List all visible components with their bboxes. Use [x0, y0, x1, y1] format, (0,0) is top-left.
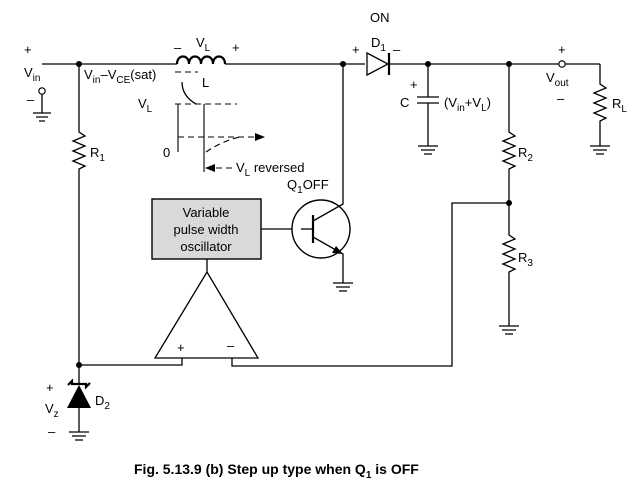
oscillator-line-3: oscillator	[180, 239, 232, 254]
r1-resistor-zigzag	[71, 64, 87, 365]
pulse-width-oscillator: Variable pulse width oscillator	[151, 198, 301, 260]
comparator-plus-sign: +	[177, 340, 185, 355]
figure-caption: Fig. 5.13.9 (b) Step up type when Q1 is …	[134, 461, 419, 481]
output-terminal-node	[558, 60, 566, 68]
transistor-collector-lead	[312, 64, 344, 222]
r2-resistor-zigzag	[501, 64, 517, 203]
r2-resistor-label: R2	[518, 145, 533, 164]
transistor-state-label: Q1OFF	[287, 177, 329, 196]
zener-voltage-label: Vz	[45, 401, 59, 420]
diode-triangle	[366, 51, 390, 77]
input-plus-sign: +	[24, 42, 32, 57]
input-voltage-label: Vin	[24, 65, 40, 84]
r3-resistor-label: R3	[518, 250, 533, 269]
comparator-triangle	[153, 270, 260, 359]
capacitor-c: + C (Vin+VL)	[400, 64, 491, 155]
transistor-body	[291, 199, 351, 259]
r1-resistor-label: R1	[90, 145, 105, 164]
inductor-name-label: L	[202, 75, 209, 90]
reference-branch: R1 + Vz – D2	[45, 64, 183, 441]
input-minus-sign: –	[27, 92, 35, 107]
zener-minus-sign: –	[48, 424, 56, 439]
transistor-q1: Q1OFF	[287, 64, 353, 292]
waveform-zero-label: 0	[163, 145, 170, 160]
input-ground-symbol	[33, 112, 51, 122]
voltage-divider: R2 R3	[231, 64, 533, 367]
waveform-decay-curve	[205, 136, 241, 153]
load-resistor-rl: RL	[590, 64, 627, 155]
zener-name-label: D2	[95, 393, 110, 412]
error-amplifier: + –	[153, 259, 260, 359]
zener-ground-symbol	[69, 431, 89, 441]
diode-plus-sign: +	[352, 42, 360, 57]
zener-plus-sign: +	[46, 380, 54, 395]
load-resistor-label: RL	[612, 96, 627, 115]
inductor-voltage-label: VL	[196, 35, 211, 54]
output-plus-sign: +	[558, 42, 566, 57]
inductor-coil	[175, 55, 227, 65]
zener-cathode-bar	[67, 378, 91, 390]
r3-ground-symbol	[499, 325, 519, 335]
r3-resistor-zigzag	[501, 203, 517, 326]
load-resistor-zigzag	[592, 64, 608, 146]
capacitor-voltage-label: (Vin+VL)	[444, 95, 491, 114]
input-terminal-node	[38, 87, 46, 95]
inductor-l: – + VL L	[174, 35, 240, 90]
comparator-minus-sign: –	[227, 338, 235, 353]
capacitor-name-label: C	[400, 95, 409, 110]
waveform-reversed-label: VL reversed	[236, 160, 304, 179]
output-voltage-label: Vout	[546, 70, 569, 89]
load-ground-symbol	[590, 145, 610, 155]
output-terminal: + Vout –	[546, 42, 569, 106]
oscillator-line-2: pulse width	[173, 222, 238, 237]
input-terminal: + Vin –	[24, 42, 51, 122]
feedback-wire-to-inverting	[231, 202, 509, 367]
waveform-vl-label: VL	[138, 96, 153, 115]
waveform-rise-curve	[181, 81, 197, 105]
diode-d1: ON + – D1	[352, 10, 401, 77]
transistor-ground-symbol	[333, 282, 353, 292]
diode-state-label: ON	[370, 10, 390, 25]
vin-minus-vce-label: Vin–VCE(sat)	[84, 67, 156, 86]
capacitor-plus-sign: +	[410, 77, 418, 92]
zener-triangle	[67, 385, 91, 408]
capacitor-ground-symbol	[418, 145, 438, 155]
inductor-minus-sign: –	[174, 40, 182, 55]
oscillator-line-1: Variable	[183, 205, 230, 220]
inductor-plus-sign: +	[232, 40, 240, 55]
diode-name-label: D1	[371, 35, 386, 54]
diode-minus-sign: –	[393, 42, 401, 57]
transistor-emitter-arrow	[332, 246, 343, 254]
inductor-voltage-waveform: VL 0 VL reversed	[138, 71, 304, 179]
output-minus-sign: –	[557, 91, 565, 106]
